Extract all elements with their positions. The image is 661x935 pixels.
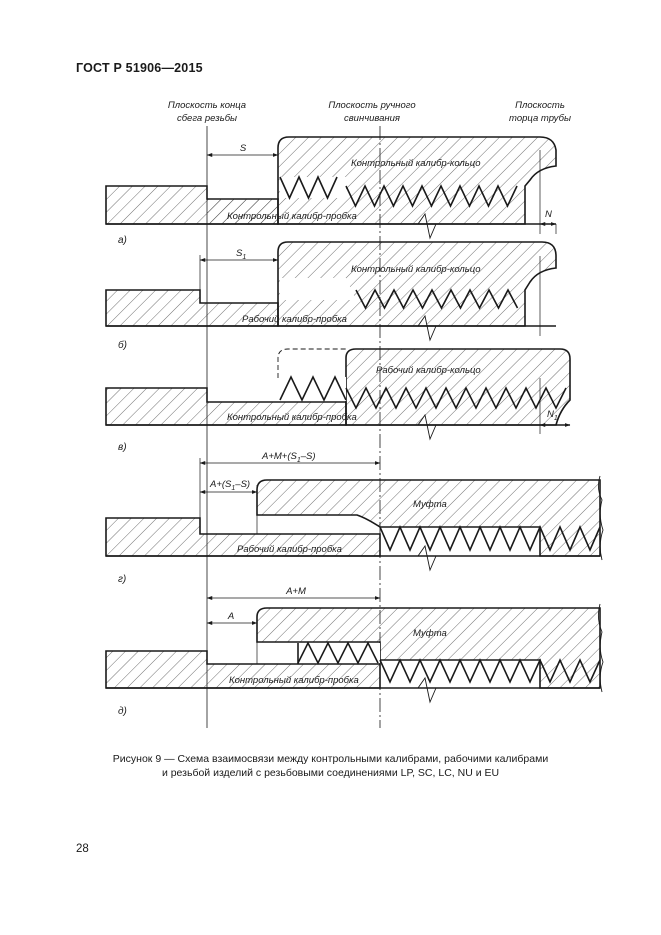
page-number: 28 — [76, 843, 89, 855]
panel-g-letter: г) — [118, 574, 126, 585]
panel-g-plug-label: Рабочий калибр-пробка — [237, 544, 342, 555]
caption-line-1: Рисунок 9 — Схема взаимосвязи между конт… — [112, 753, 549, 765]
panel-v-plug-gap — [280, 377, 346, 401]
panel-v-ring-ghost — [277, 348, 346, 378]
panel-a-plug-thread — [345, 184, 518, 208]
panel-g-dim-short-label: A+(S1–S) — [209, 479, 250, 492]
panel-g-coupling — [256, 479, 601, 557]
panel-a-letter: а) — [118, 235, 127, 246]
panel-d-letter: д) — [118, 706, 127, 717]
figure-caption: Рисунок 9 — Схема взаимосвязи между конт… — [60, 752, 601, 780]
panel-b-ring-gap — [280, 278, 356, 300]
panel-v-dim-n1-label: N1 — [547, 409, 558, 422]
panel-b-dim-s1-sub: 1 — [242, 254, 246, 261]
panel-g-break-mark — [417, 544, 437, 572]
pipe-end-plane-label-line1: Плоскость — [515, 100, 565, 111]
panel-g-dim-long-label: A+M+(S1–S) — [261, 451, 316, 464]
document-header: ГОСТ Р 51906—2015 — [76, 61, 203, 75]
panel-g-dim-long-a: A+M+(S — [261, 451, 298, 462]
panel-a-plug-label: Контрольный калибр-пробка — [227, 211, 357, 222]
panel-a-dim-s-label: S — [240, 143, 247, 154]
panel-d-dim-long-label: A+M — [285, 586, 306, 597]
panel-g-dim-short-a: A+(S — [209, 479, 232, 490]
panel-a-dim-n-label: N — [545, 209, 552, 220]
panel-g-coupling-break — [597, 475, 604, 561]
panel-v-dim-n1-sub: 1 — [554, 415, 558, 422]
panel-d-coupling-break — [597, 603, 604, 693]
panel-g-dim-short-sub: 1 — [231, 485, 235, 492]
panel-v-break-mark — [417, 413, 437, 441]
panel-g-dim-short-b: –S) — [234, 479, 250, 490]
panel-d-coupling-label: Муфта — [413, 628, 447, 639]
panel-b-ring-gauge — [277, 241, 557, 327]
panel-g-coupling-label: Муфта — [413, 499, 447, 510]
panel-v-ring-gauge — [345, 348, 571, 426]
panel-d: Муфта Контрольный калибр-пробка A+M A д) — [105, 586, 604, 717]
panel-a: Контрольный калибр-кольцо Контрольный ка… — [105, 136, 557, 246]
panel-b-thread — [355, 288, 519, 310]
panel-b-dim-s1-label: S1 — [236, 248, 246, 261]
panel-a-ring-thread — [279, 175, 338, 200]
runout-plane-label-line1: Плоскость конца — [168, 100, 246, 111]
panel-g-dim-long-b: –S) — [300, 451, 316, 462]
panel-v-ring-label: Рабочий калибр-кольцо — [376, 365, 481, 376]
panel-b-letter: б) — [118, 339, 127, 351]
panel-a-break-mark — [417, 212, 437, 240]
runout-plane-label-line2: сбега резьбы — [177, 113, 237, 124]
handtight-plane-label-line2: свинчивания — [344, 113, 400, 124]
panel-a-plug-neck — [207, 199, 278, 224]
panel-d-dim-short-label: A — [227, 611, 234, 622]
panel-v-letter: в) — [118, 442, 127, 453]
panel-b-dim-s1-main: S — [236, 248, 243, 259]
panel-d-plug-gap — [298, 643, 380, 663]
panel-b-ring-label: Контрольный калибр-кольцо — [351, 264, 481, 275]
panel-v-plug-thread — [279, 375, 347, 402]
panel-d-break-mark — [417, 676, 437, 704]
caption-line-2: и резьбой изделий с резьбовыми соединени… — [161, 767, 500, 779]
panel-d-plug-thread — [297, 641, 379, 665]
panel-d-coupling-thread — [379, 658, 601, 684]
panel-b-plug-label: Рабочий калибр-пробка — [242, 314, 347, 325]
panel-v-dim-n1-main: N — [547, 409, 554, 420]
panel-g-dim-long-sub: 1 — [297, 457, 301, 464]
panel-v-ring-thread — [345, 386, 567, 410]
panel-v-plug-label: Контрольный калибр-пробка — [227, 412, 357, 423]
panel-g-thread — [379, 524, 601, 553]
panel-b: Контрольный калибр-кольцо Рабочий калибр… — [105, 241, 557, 351]
panel-b-break-mark — [417, 314, 437, 342]
panel-a-ring-label: Контрольный калибр-кольцо — [351, 158, 481, 169]
handtight-plane-label-line1: Плоскость ручного — [328, 100, 415, 111]
panel-d-plug-label: Контрольный калибр-пробка — [229, 675, 359, 686]
panel-v: Рабочий калибр-кольцо Контрольный калибр… — [105, 348, 571, 453]
pipe-end-plane-label-line2: торца трубы — [509, 113, 571, 124]
panel-g: Муфта Рабочий калибр-пробка A+M+(S1–S) A… — [105, 451, 604, 585]
